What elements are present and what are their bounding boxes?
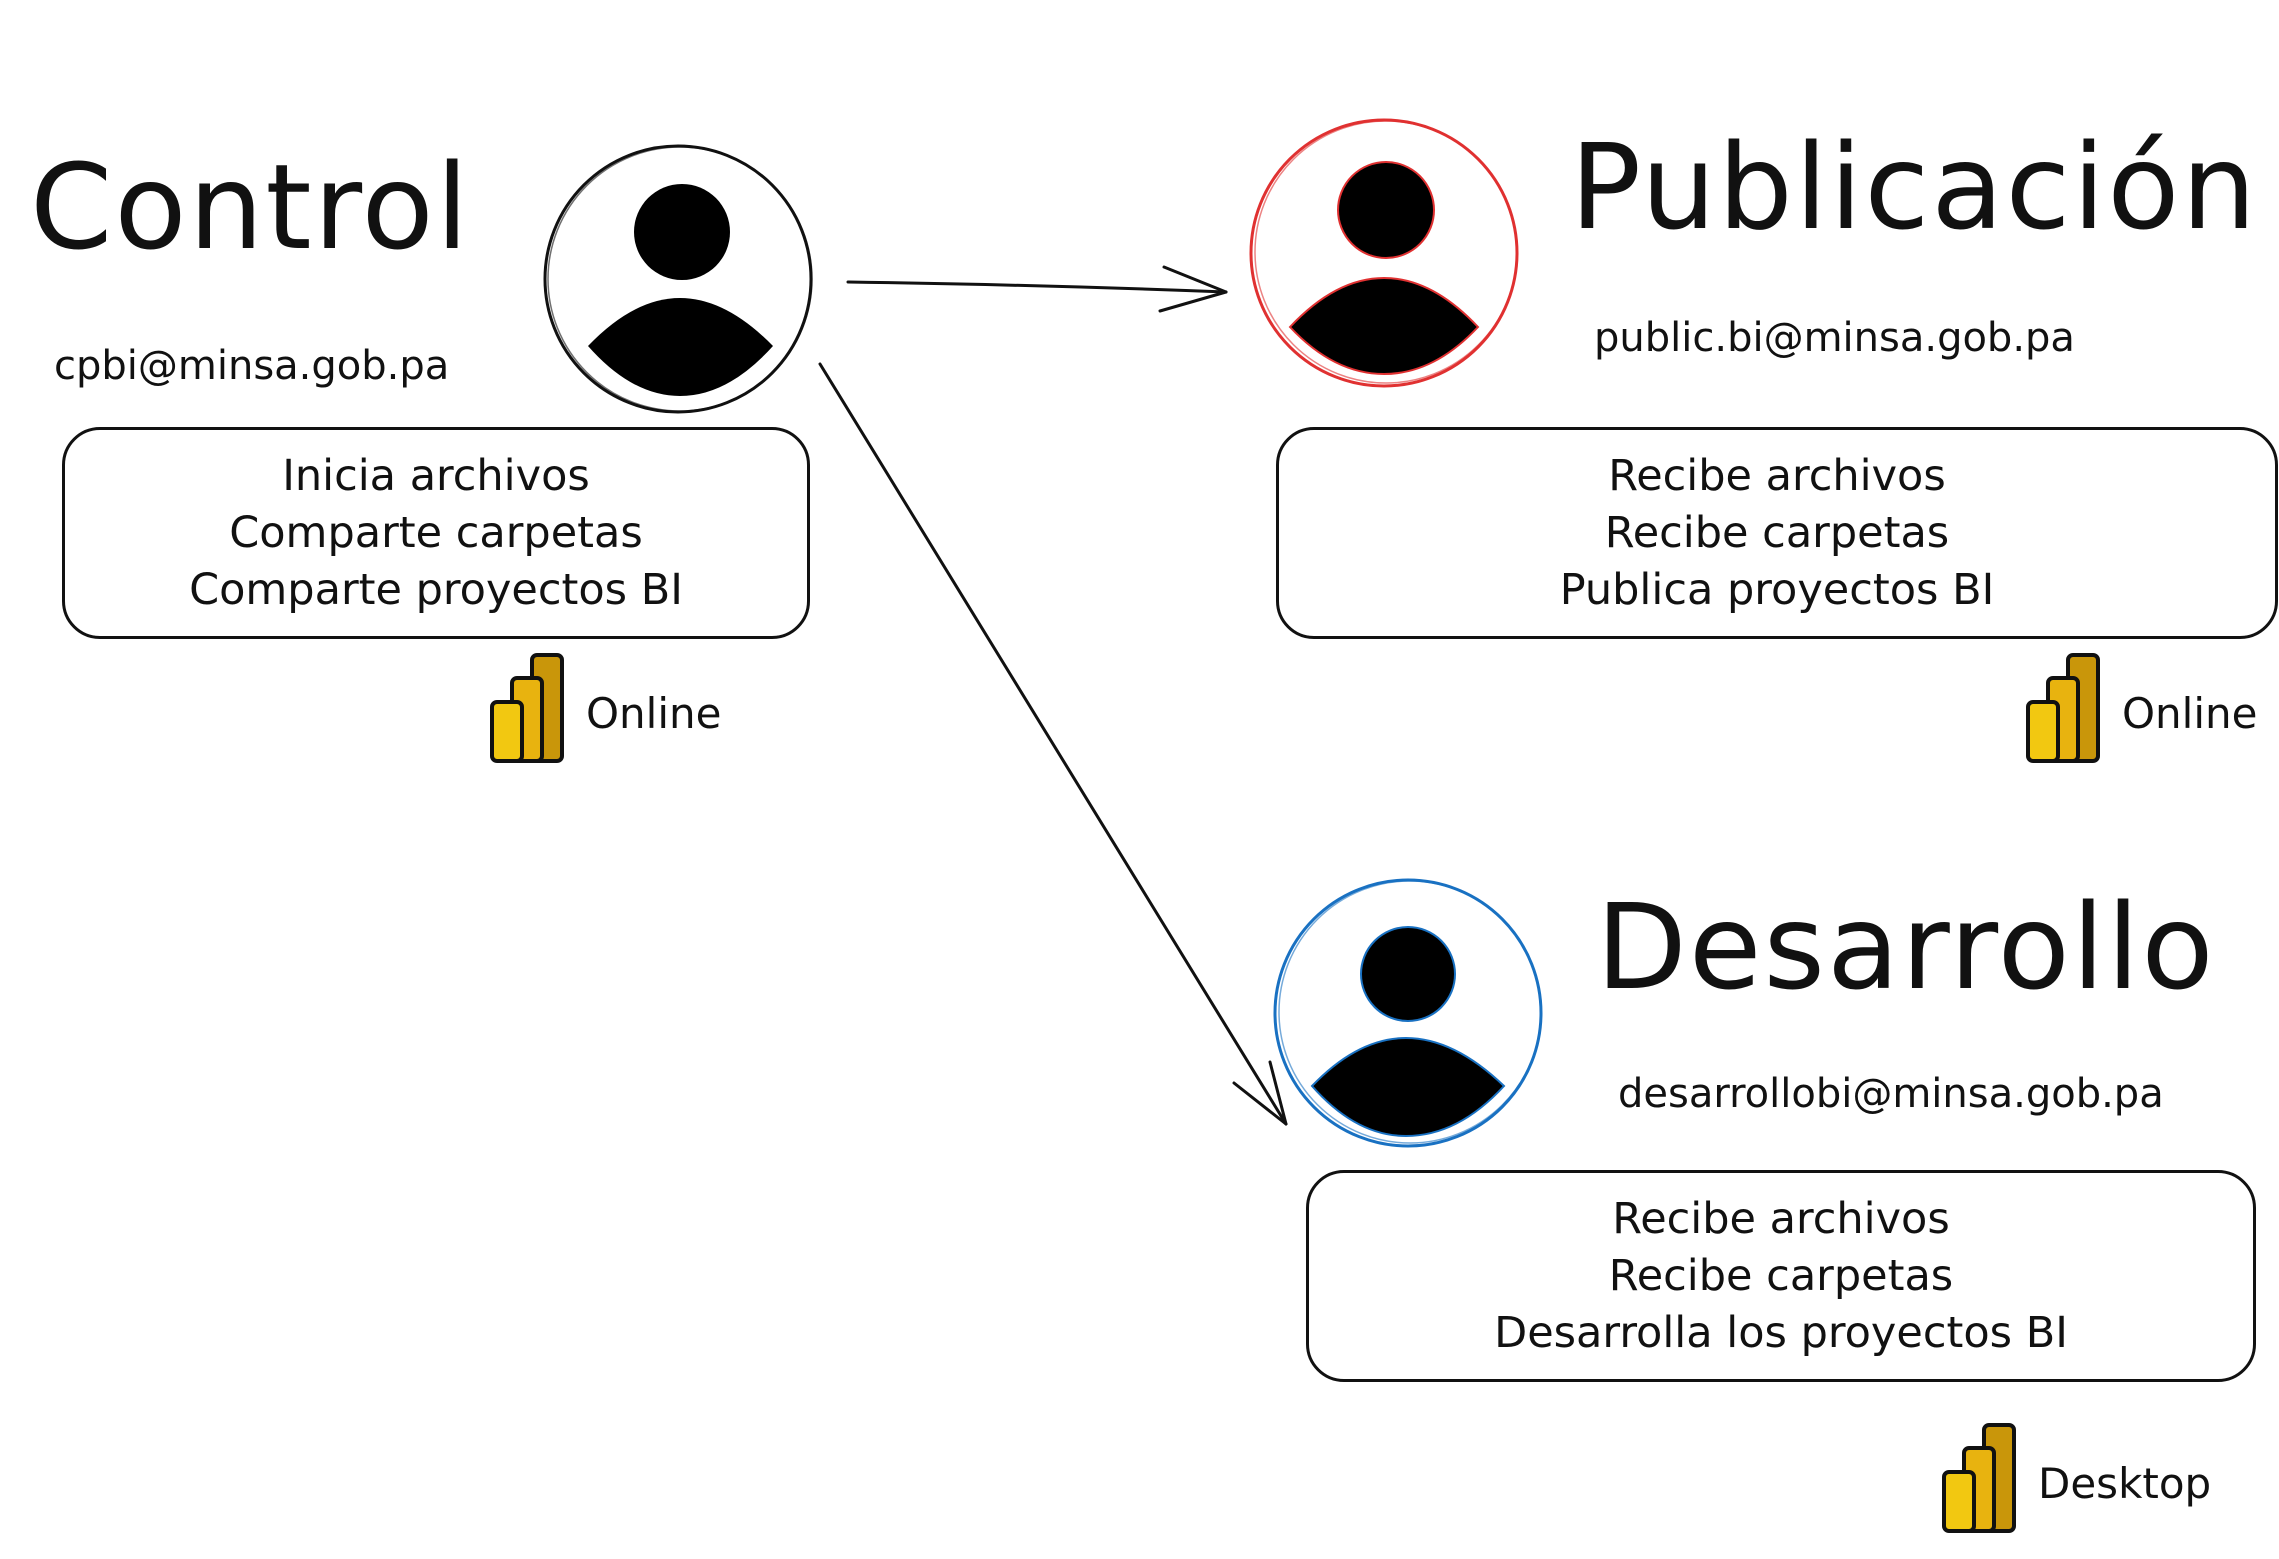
task-item: Recibe carpetas	[1604, 507, 1950, 558]
tool-label: Desktop	[2038, 1459, 2212, 1508]
task-item: Inicia archivos	[282, 450, 590, 501]
power-bi-icon	[490, 653, 564, 763]
task-item: Comparte carpetas	[229, 507, 643, 558]
task-item: Desarrolla los proyectos BI	[1494, 1307, 2068, 1358]
power-bi-icon	[1942, 1423, 2016, 1533]
node-email: cpbi@minsa.gob.pa	[54, 343, 450, 389]
user-avatar-icon	[1273, 878, 1543, 1148]
task-box: Recibe archivos Recibe carpetas Desarrol…	[1306, 1170, 2256, 1382]
task-box: Inicia archivos Comparte carpetas Compar…	[62, 427, 810, 639]
tool-label: Online	[2122, 689, 2258, 738]
task-item: Recibe archivos	[1612, 1193, 1950, 1244]
arrow-control-to-publicacion	[846, 265, 1228, 313]
avatar-ring	[543, 144, 813, 414]
user-avatar-icon	[543, 144, 813, 414]
task-item: Comparte proyectos BI	[189, 564, 683, 615]
task-item: Publica proyectos BI	[1559, 564, 1995, 615]
arrow-control-to-desarrollo	[818, 362, 1288, 1126]
task-item: Recibe archivos	[1608, 450, 1946, 501]
node-email: public.bi@minsa.gob.pa	[1594, 315, 2075, 361]
power-bi-icon	[2026, 653, 2100, 763]
node-title: Publicación	[1570, 118, 2259, 256]
task-box: Recibe archivos Recibe carpetas Publica …	[1276, 427, 2278, 639]
node-title: Desarrollo	[1596, 878, 2216, 1016]
tool-label: Online	[586, 689, 722, 738]
node-email: desarrollobi@minsa.gob.pa	[1618, 1071, 2164, 1117]
task-item: Recibe carpetas	[1608, 1250, 1954, 1301]
node-title: Control	[30, 138, 471, 276]
user-avatar-icon	[1249, 118, 1519, 388]
